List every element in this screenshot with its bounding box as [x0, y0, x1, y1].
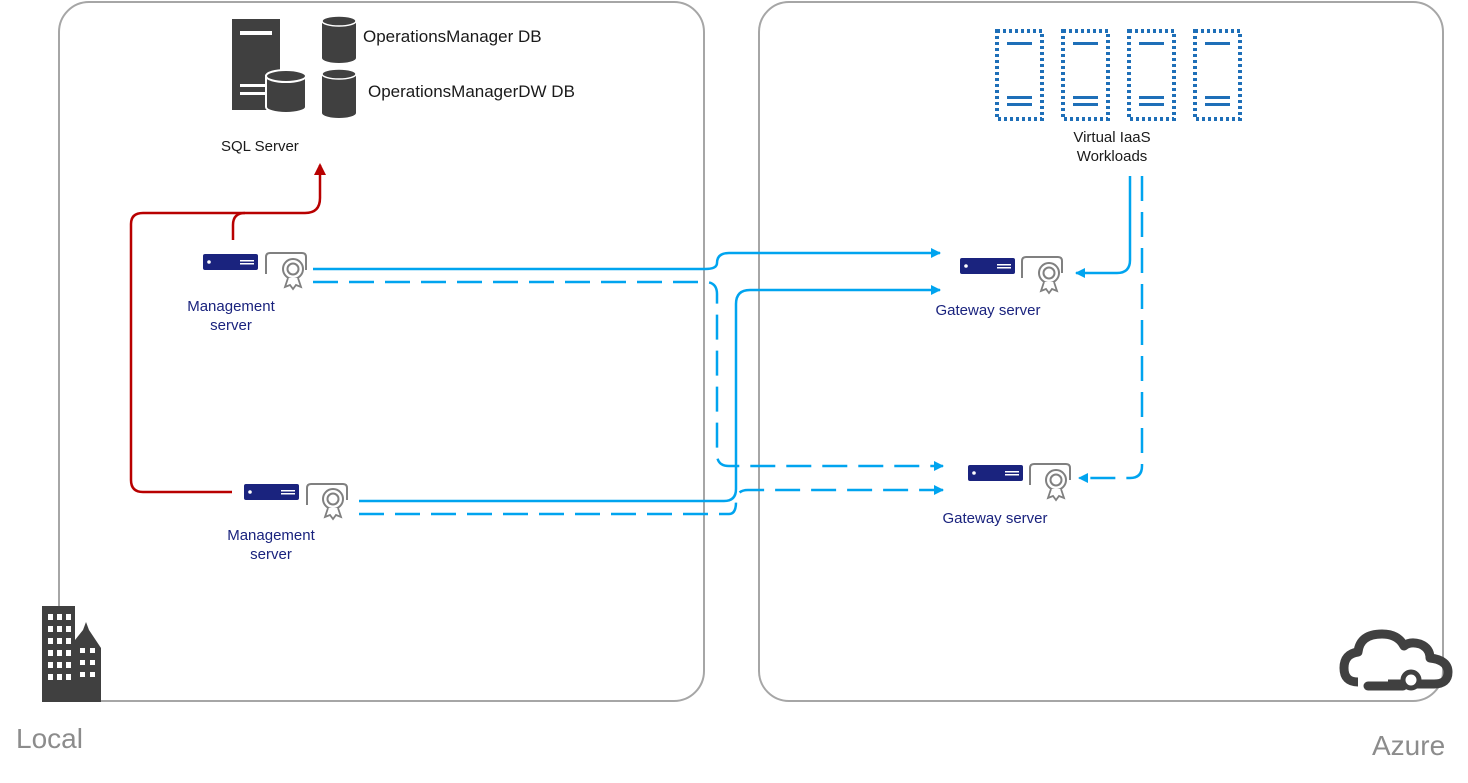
- sql-connection-line: [129, 211, 245, 494]
- gateway-server-label: Gateway server: [935, 302, 1041, 319]
- management-server-label-line2: server: [250, 546, 292, 563]
- vm-icon: [995, 29, 1044, 121]
- azure-cloud-icon: [1339, 629, 1453, 691]
- management-server-label-line2: server: [210, 317, 252, 334]
- management-server-icon: [203, 254, 258, 270]
- primary-connection-line: [359, 285, 941, 503]
- workload-connection-line: [1075, 176, 1132, 278]
- sql-server-label: SQL Server: [221, 138, 299, 155]
- building-icon: [42, 606, 101, 702]
- local-zone-frame: [58, 1, 705, 702]
- management-server-icon: [244, 484, 299, 500]
- failover-connection-line: [359, 485, 944, 516]
- gateway-server-label: Gateway server: [942, 510, 1048, 527]
- local-zone-label: Local: [16, 723, 83, 754]
- certificate-icon: [1021, 256, 1063, 295]
- workloads-label-line2: Workloads: [1076, 148, 1148, 165]
- azure-zone-label: Azure: [1372, 730, 1446, 761]
- workload-failover-line: [1078, 176, 1144, 483]
- management-server-label: Management server: [171, 297, 291, 335]
- certificate-icon: [265, 252, 307, 291]
- operations-manager-db-label: OperationsManager DB: [363, 27, 542, 46]
- management-server-label-line1: Management: [187, 298, 275, 315]
- sql-connection-line: [231, 163, 326, 240]
- workloads-label: Virtual IaaS Workloads: [1052, 128, 1172, 166]
- azure-zone-frame: [758, 1, 1444, 702]
- virtual-workloads-icon: [995, 29, 1242, 121]
- vm-icon: [1193, 29, 1242, 121]
- management-server-label: Management server: [211, 526, 331, 564]
- operations-manager-db-icon: [321, 15, 357, 63]
- primary-connection-line: [313, 248, 941, 271]
- operations-manager-dw-db-icon: [321, 68, 357, 118]
- vm-icon: [1127, 29, 1176, 121]
- vm-icon: [1061, 29, 1110, 121]
- workloads-label-line1: Virtual IaaS: [1073, 129, 1151, 146]
- certificate-icon: [1029, 463, 1071, 502]
- operations-manager-dw-db-label: OperationsManagerDW DB: [368, 82, 575, 101]
- failover-connection-line: [313, 280, 944, 471]
- sql-server-icon: [232, 19, 307, 114]
- management-server-label-line1: Management: [227, 527, 315, 544]
- gateway-server-icon: [968, 465, 1023, 481]
- certificate-icon: [306, 483, 348, 521]
- gateway-server-icon: [960, 258, 1015, 274]
